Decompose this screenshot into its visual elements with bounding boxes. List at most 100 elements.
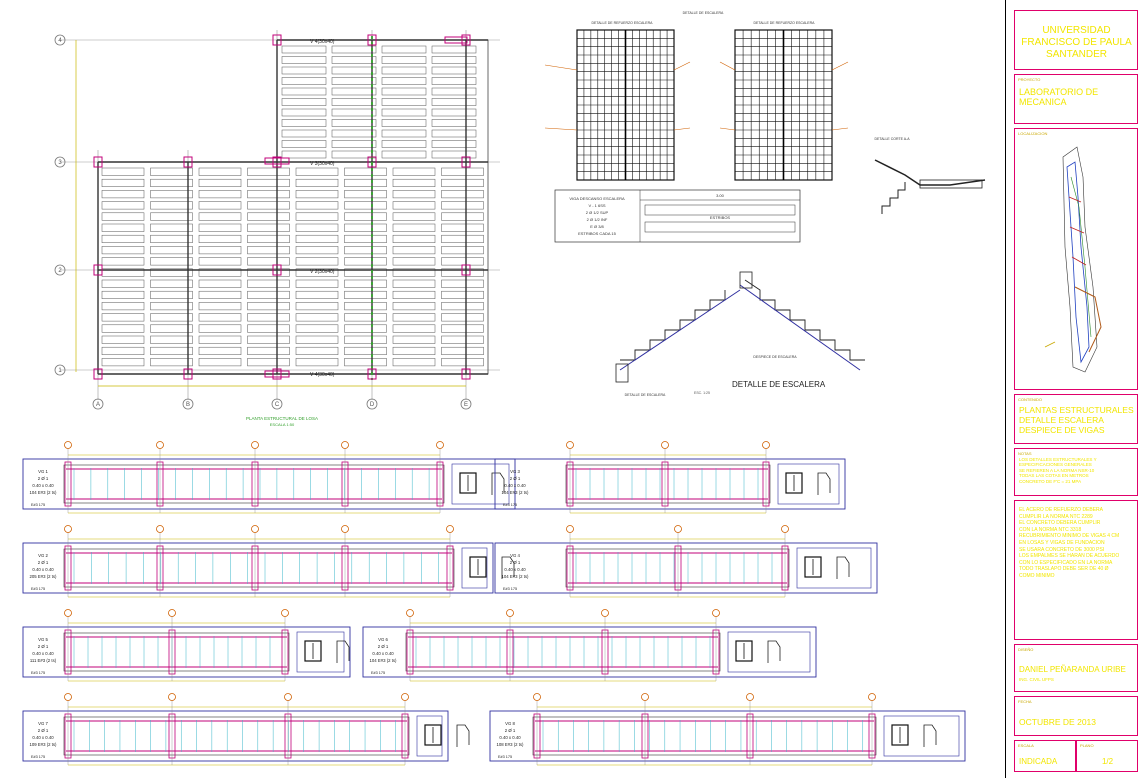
slab-block [281,98,327,106]
beam-frame [22,458,516,510]
column [272,368,282,380]
slab-block [392,279,436,288]
column [367,368,377,380]
slab-block [198,246,242,255]
slab-block [392,190,436,199]
slab-block [198,257,242,266]
section-box [416,715,443,757]
beam-label: VG 4 [510,553,520,558]
slab-block [431,108,477,117]
slab-block [441,290,484,299]
slab-block [295,190,339,199]
column [183,368,193,380]
section-square [424,724,442,746]
stair-table-row: VIGA DESCANSO ESCALERA [569,196,625,201]
slab-block [392,201,436,210]
slab-block [381,77,427,85]
slab-block [295,302,339,311]
beam-label: VG 3 [510,469,520,474]
leader-line [831,127,849,131]
beam-body [63,716,410,756]
beam-foot-label: E#3 175 [31,503,45,507]
slab-block [198,324,242,333]
slab-block [344,268,387,277]
slab-block [247,302,290,311]
slab-block [441,302,484,311]
beam-label: 0.40 x 0.40 [504,567,526,572]
slab-block [431,87,477,96]
slab-block [331,119,377,127]
section-box [883,715,960,757]
leader-line [831,61,849,71]
stair-table-mid: ESTRIBOS [710,215,731,220]
beam-foot-label: E#3 175 [31,755,45,759]
beam-frame [22,542,494,594]
slab-block [431,150,477,159]
slab-block [331,150,377,159]
slab-block [331,45,377,54]
slab-block [381,129,427,138]
slab-block [441,212,484,221]
slab-block [198,223,242,232]
slab-block [101,324,145,333]
slab-block [381,108,427,117]
slab-block [198,335,242,344]
slab-block [101,313,145,322]
axis-number-bubble [54,156,66,168]
slab-block [431,119,477,127]
column [93,264,103,276]
column [264,370,290,378]
plan-title: PLANTA ESTRUCTURAL DE LOSA [246,416,318,421]
beam-body [63,548,455,588]
slab-block [101,246,145,255]
slab-block [247,167,290,176]
notes2-text: EL ACERO DE REFUERZO DEBERA CUMPLIR LA N… [1019,507,1120,579]
axis-letter-bubble [92,398,104,410]
beam-body [405,632,721,672]
designer-caption: DISEÑO [1018,647,1034,652]
section-square [735,640,753,662]
slab-block [198,212,242,221]
support-bubble [64,609,72,617]
beam-label: 0.40 x 0.40 [32,567,54,572]
slab-block [101,178,145,187]
slab-block [344,167,387,176]
slab-block [247,268,290,277]
support-bubble [284,693,292,701]
support-bubble [436,441,444,449]
support-bubble [406,609,414,617]
leader-line [673,61,691,71]
slab-block [281,129,327,138]
stair-table-row: E Ø 3/8 [590,224,604,229]
beam-label: VG 7 [38,721,48,726]
beam-frame [22,710,449,762]
slab-block [344,290,387,299]
slab-block [441,223,484,232]
axis-number-bubble [54,34,66,46]
slab-block [150,257,193,266]
slab-block [247,313,290,322]
slab-block [295,335,339,344]
location-map [1044,146,1102,373]
beam-body [63,632,290,672]
slab-block [101,346,145,355]
slab-block [150,324,193,333]
stair-rebar-right [739,284,861,371]
beam-frame [494,542,878,594]
slab-block [198,268,242,277]
beam-label: VG 1 [38,469,48,474]
beam-label: 2 Ø 1 [505,728,516,733]
content-caption: CONTENIDO [1018,397,1042,402]
stair-top-caption: DETALLE DE ESCALERA [683,11,724,15]
stirrup-shape [767,640,781,663]
slab-block [295,167,339,176]
slab-block [281,66,327,75]
tb-university-cell: UNIVERSIDAD FRANCISCO DE PAULA SANTANDER [1014,10,1138,70]
slab-block [331,129,377,138]
slab-block [295,358,339,367]
support-bubble [64,693,72,701]
support-bubble [674,525,682,533]
slab-block [198,178,242,187]
slab-block [247,358,290,367]
